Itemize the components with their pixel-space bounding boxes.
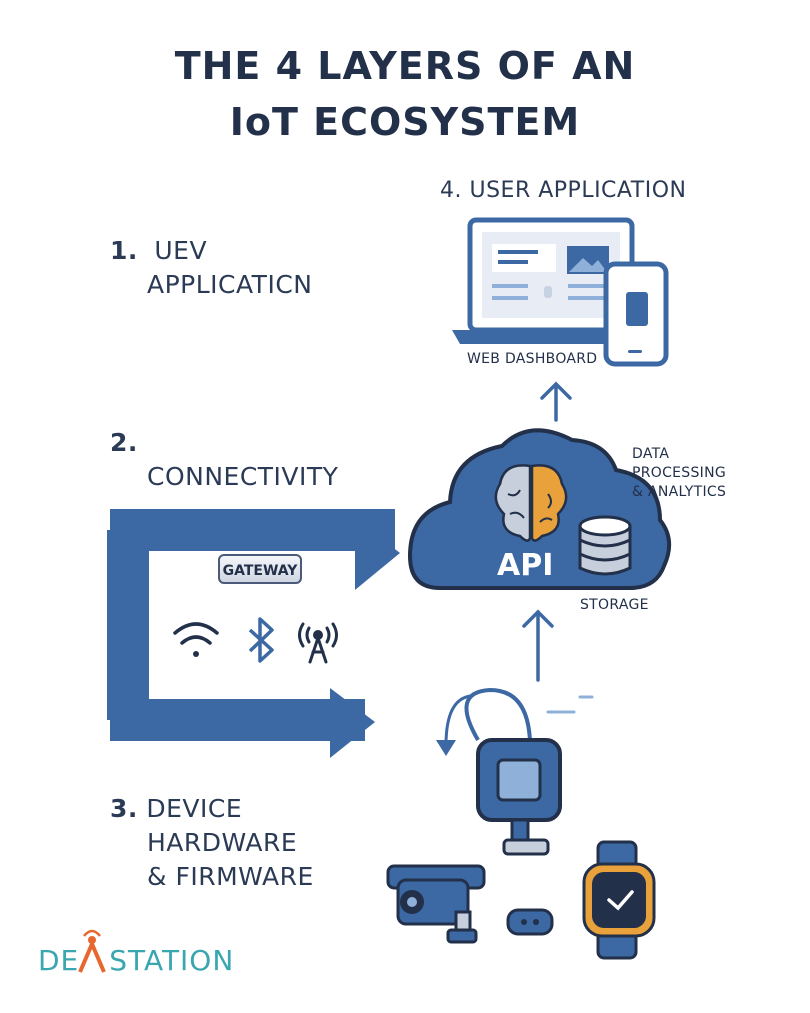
data-processing-line3: & ANALYTICS xyxy=(632,484,727,500)
layer-1-line1: UEV xyxy=(154,236,208,265)
logo-part2: STATION xyxy=(109,944,235,977)
camera-icon xyxy=(386,864,486,944)
web-dashboard-label: WEB DASHBOARD xyxy=(467,351,598,367)
bluetooth-icon xyxy=(248,617,274,663)
connectivity-loop-arrow xyxy=(107,509,400,758)
arrow-up-cloud xyxy=(522,609,554,682)
layer-3-line3: & FIRMWARE xyxy=(147,862,314,891)
layer-1-number: 1. xyxy=(110,236,138,265)
page-title-line1: THE 4 LAYERS OF AN xyxy=(174,44,636,88)
laptop-icon xyxy=(452,217,650,344)
antenna-icon xyxy=(298,622,338,664)
api-label: API xyxy=(497,548,554,583)
wifi-icon xyxy=(173,622,219,657)
motion-lines xyxy=(546,695,594,714)
layer-4-heading: 4. USER APPLICATION xyxy=(440,178,687,203)
brand-logo: DE STATION xyxy=(38,944,234,977)
tag-icon xyxy=(506,908,554,936)
brain-icon xyxy=(494,464,568,542)
database-icon xyxy=(578,515,632,576)
logo-mark-icon xyxy=(78,929,106,973)
gateway-badge: GATEWAY xyxy=(218,554,302,584)
layer-3-label: 3. DEVICE xyxy=(110,794,242,823)
data-processing-line1: DATA xyxy=(632,446,670,462)
layer-1-label: 1. UEV xyxy=(110,236,207,265)
storage-label: STORAGE xyxy=(580,597,649,613)
layer-1-line2: APPLICATICN xyxy=(147,270,313,299)
logo-part1: DE xyxy=(38,944,80,977)
layer-3-number: 3. xyxy=(110,794,138,823)
data-processing-line2: PROCESSING xyxy=(632,465,727,481)
arrow-up-dashboard xyxy=(540,381,572,422)
sensor-icon xyxy=(436,687,562,856)
layer-3-line1: DEVICE xyxy=(146,794,243,823)
layer-2-name: CONNECTIVITY xyxy=(147,462,339,491)
layer-2-number: 2. xyxy=(110,428,138,457)
smartwatch-icon xyxy=(582,840,656,960)
page-title-line2: IoT ECOSYSTEM xyxy=(229,100,581,144)
phone-icon xyxy=(603,261,669,367)
layer-3-line2: HARDWARE xyxy=(147,828,298,857)
